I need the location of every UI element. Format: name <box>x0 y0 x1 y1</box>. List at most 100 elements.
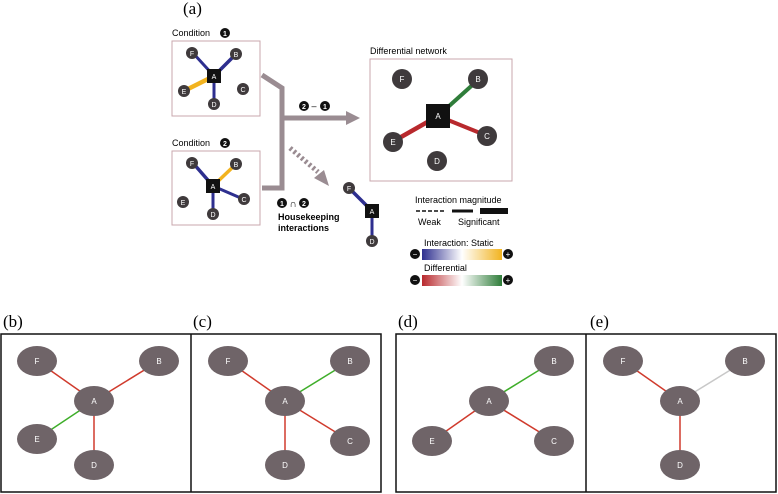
node-c <box>477 126 497 146</box>
panel-a-label: (a) <box>183 0 202 18</box>
op-badge-2 <box>299 101 309 111</box>
node-e <box>178 85 190 97</box>
node-e-label: E <box>390 138 395 147</box>
legend-static-gradient <box>422 249 502 260</box>
node-b-label: B <box>347 357 352 366</box>
node-c-label: C <box>241 197 246 204</box>
node-c <box>534 426 574 456</box>
node-e <box>17 424 57 454</box>
node-e <box>383 132 403 152</box>
node-a-label: A <box>211 184 216 191</box>
node-f-label: F <box>347 186 351 193</box>
condition-2-title: Condition <box>172 138 210 148</box>
legend-static-plus-icon <box>503 249 513 259</box>
condition-2-badge <box>220 138 230 148</box>
arrow-right-head <box>346 111 360 125</box>
op-minus: – <box>311 101 316 111</box>
node-a <box>206 179 220 193</box>
node-a <box>365 204 379 218</box>
panel-e-label: (e) <box>590 312 609 331</box>
node-a <box>660 386 700 416</box>
node-c-label: C <box>240 87 245 94</box>
node-a-label: A <box>435 112 441 121</box>
node-e-label: E <box>182 89 187 96</box>
legend-static-minus: − <box>413 250 418 259</box>
node-f <box>186 157 198 169</box>
node-b-label: B <box>156 357 161 366</box>
panel-d-label: (d) <box>398 312 418 331</box>
condition-1-badge <box>220 28 230 38</box>
node-c <box>237 83 249 95</box>
panel-c-label: (c) <box>193 312 212 331</box>
node-c-label: C <box>551 437 557 446</box>
node-b <box>230 48 242 60</box>
node-e <box>177 196 189 208</box>
node-f-label: F <box>226 357 231 366</box>
node-b-label: B <box>551 357 556 366</box>
intersect-label: 1 ∩ 2 <box>277 198 309 210</box>
op-badge-1-number: 1 <box>323 104 327 111</box>
op-badge-1 <box>320 101 330 111</box>
node-f <box>343 182 355 194</box>
housekeeping-line-1: Housekeeping <box>278 212 340 222</box>
housekeeping-network: A F D <box>343 182 379 247</box>
node-c-label: C <box>347 437 353 446</box>
arrow-right-icon <box>282 111 360 125</box>
intersect-badge-2-number: 2 <box>302 201 306 208</box>
differential-op-label: 2 – 1 <box>299 101 330 111</box>
legend-magnitude-title: Interaction magnitude <box>415 195 502 205</box>
node-f-label: F <box>621 357 626 366</box>
bracket-connector <box>260 72 285 191</box>
node-f-label: F <box>400 75 405 84</box>
node-a-label: A <box>677 397 683 406</box>
op-badge-2-number: 2 <box>302 104 306 111</box>
condition-1-badge-number: 1 <box>223 31 227 38</box>
node-b-label: B <box>234 162 239 169</box>
legend-static-title: Interaction: Static <box>424 238 494 248</box>
condition-2-badge-number: 2 <box>223 141 227 148</box>
condition-2-network: A B C D E F <box>177 157 250 220</box>
legend-differential-gradient <box>422 275 502 286</box>
panel-b-label: (b) <box>3 312 23 331</box>
node-f <box>208 346 248 376</box>
node-a-label: A <box>91 397 97 406</box>
intersect-symbol: ∩ <box>289 199 296 210</box>
node-f-label: F <box>35 357 40 366</box>
intersect-badge-1 <box>277 198 287 208</box>
node-e-label: E <box>181 200 186 207</box>
legend-diff-plus: + <box>506 276 511 285</box>
node-d-label: D <box>369 239 374 246</box>
node-c <box>238 193 250 205</box>
dotted-arrow-shaft <box>288 146 320 174</box>
legend-diff-minus: − <box>413 276 418 285</box>
panel-e-network: F B A D <box>603 346 765 480</box>
node-f-label: F <box>190 161 194 168</box>
node-a <box>265 386 305 416</box>
node-c-label: C <box>484 132 490 141</box>
node-d-label: D <box>210 212 215 219</box>
node-b <box>230 158 242 170</box>
dotted-arrow-head <box>314 170 329 186</box>
node-a <box>426 104 450 128</box>
legend: Interaction magnitude Weak Significant I… <box>410 195 513 286</box>
node-d-label: D <box>282 461 288 470</box>
node-a <box>74 386 114 416</box>
node-b-label: B <box>234 52 239 59</box>
node-a <box>469 386 509 416</box>
panel-c-network: F B A C D <box>208 346 370 480</box>
node-a <box>207 69 221 83</box>
node-f <box>603 346 643 376</box>
panel-a: (a) Condition 1 A B C D E F Condition 2 <box>171 0 513 286</box>
legend-differential-title: Differential <box>424 263 467 273</box>
intersect-badge-2 <box>299 198 309 208</box>
legend-static-plus: + <box>506 250 511 259</box>
node-f <box>17 346 57 376</box>
node-a-label: A <box>282 397 288 406</box>
dotted-arrow-icon <box>288 146 329 186</box>
node-f <box>186 47 198 59</box>
differential-network: A B C D E F <box>383 69 497 171</box>
legend-weak-label: Weak <box>418 217 441 227</box>
bracket-line <box>260 72 285 191</box>
node-b <box>139 346 179 376</box>
